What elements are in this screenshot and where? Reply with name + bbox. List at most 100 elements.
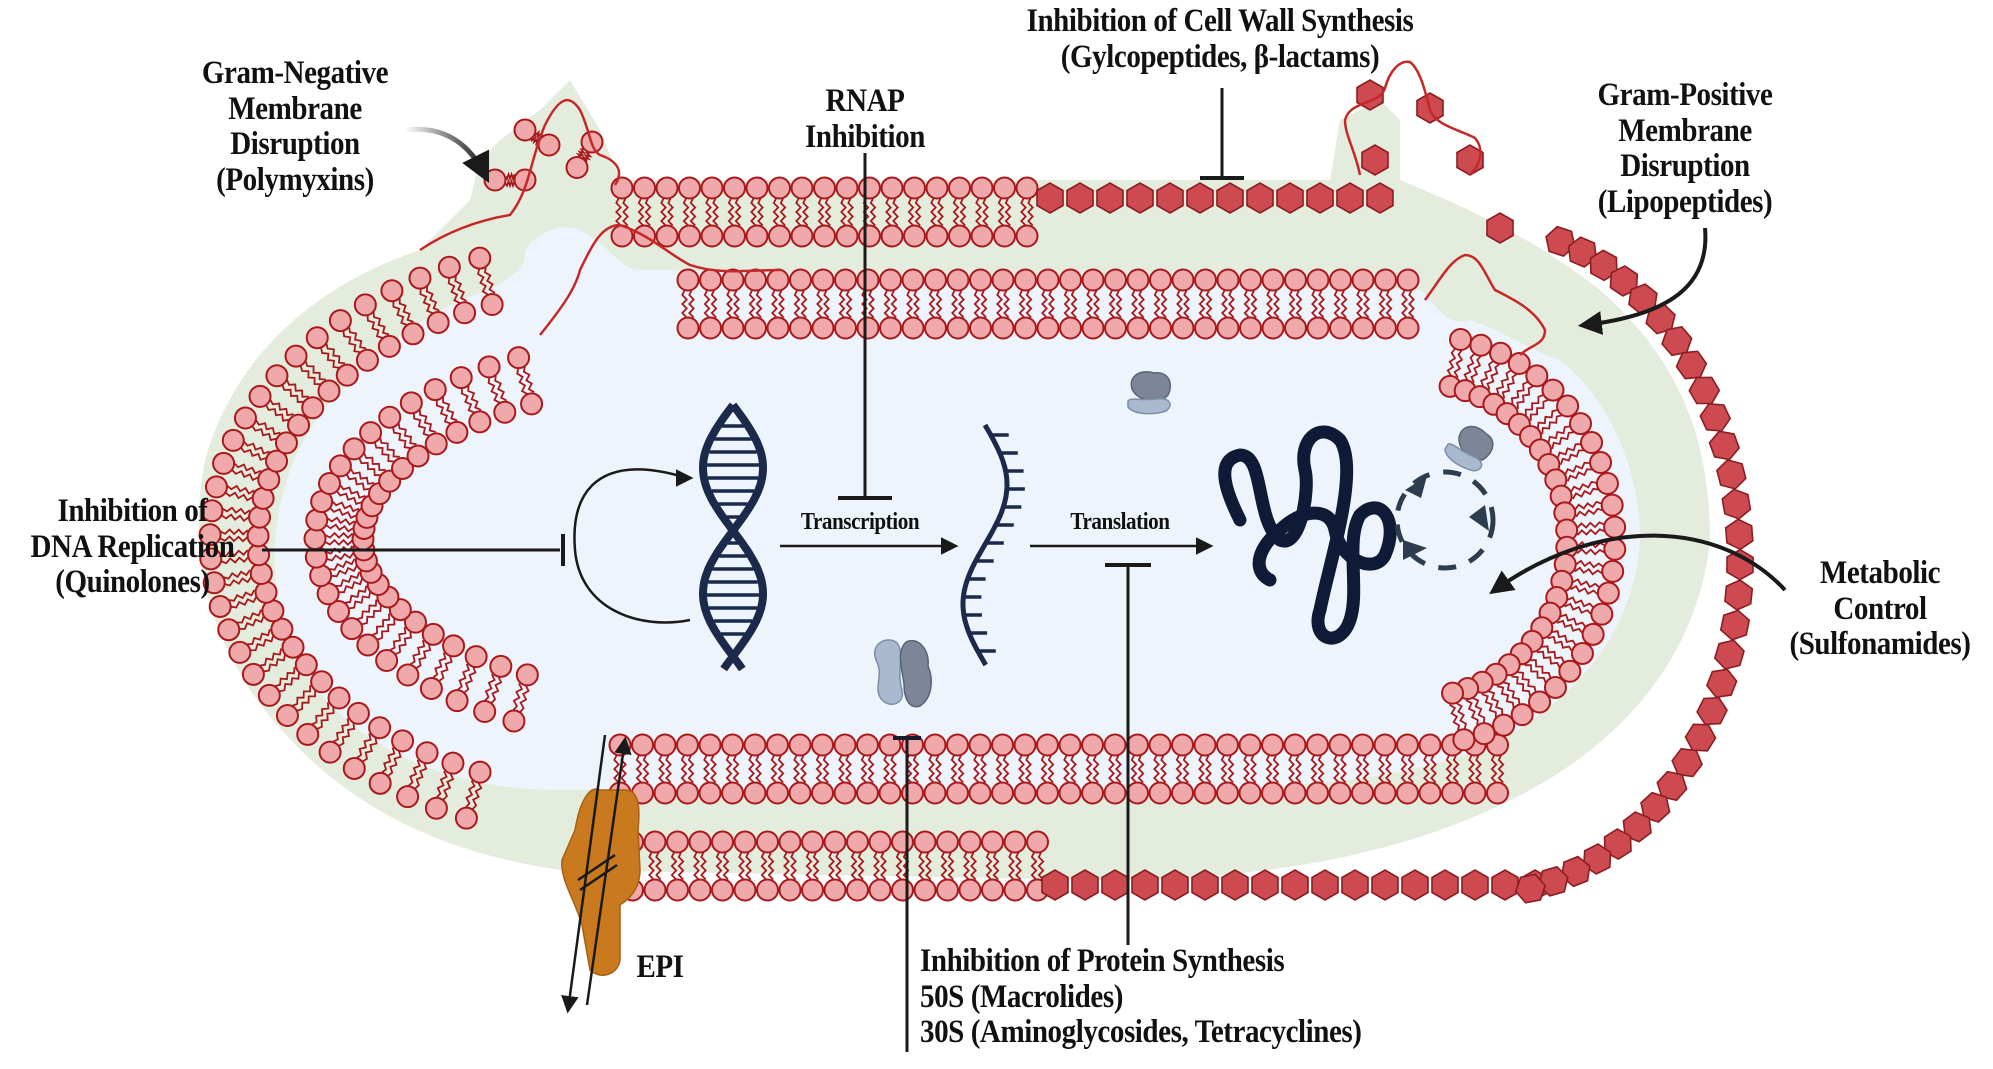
efflux-pump-icon [561,734,641,1014]
peptidoglycan-unit [1461,869,1489,901]
phospholipid-pair [424,751,465,820]
phospholipid-pair [868,830,892,902]
phospholipid-pair [834,268,857,340]
phospholipid-pair [1036,268,1060,340]
phospholipid-pair [925,176,949,248]
phospholipid-pair [643,830,667,902]
phospholipid-pair [378,405,430,468]
phospholipid-pair [721,268,745,340]
peptidoglycan-unit [1716,459,1747,490]
peptidoglycan-unit [1336,182,1364,214]
phospholipid-pair [1549,471,1619,508]
phospholipid-pair [1238,733,1262,805]
peptidoglycan-unit [1161,869,1189,901]
phospholipid-pair [666,830,689,902]
metabolic-control-label-line: (Sulfonamides) [1789,626,1971,663]
phospholipid-pair [437,255,477,325]
phospholipid-pair [449,366,492,434]
phospholipid-pair [1328,733,1352,805]
phospholipid-pair [856,268,880,340]
peptidoglycan-unit [1156,182,1184,214]
phospholipid-pair [1003,830,1027,902]
metabolic-control-label-line: Metabolic [1819,555,1941,591]
phospholipid-pair [969,268,992,340]
ribosome-icon [1127,371,1172,415]
phospholipid-pair [811,733,834,805]
phospholipid-pair [208,580,278,618]
phospholipid-pair [1126,733,1149,805]
phospholipid-pair [1193,733,1217,805]
peptidoglycan-unit [1721,488,1752,520]
phospholipid-pair [768,176,791,248]
phospholipid-pair [204,475,275,510]
phospholipid-pair [1283,733,1307,805]
phospholipid-pair [477,355,517,424]
phospholipid-pair [790,176,814,248]
protein-synthesis-label-line: 50S (Macrolides) [920,978,1123,1015]
phospholipid-pair [1013,733,1037,805]
epi-label: EPI [625,949,695,986]
phospholipid-pair [880,176,904,248]
peptidoglycan-wall [1036,79,1754,904]
phospholipid-pair [328,309,379,372]
dna-replication-label-line: (Quinolones) [55,564,210,601]
peptidoglycan-unit [1431,869,1459,901]
phospholipid-pair [833,733,857,805]
metabolic-cycle-icon [1394,469,1496,571]
gram-negative-label-line: Membrane [228,90,362,127]
phospholipid-pair [359,421,414,480]
peptidoglycan-unit [1216,182,1244,214]
peptidoglycan-unit [1696,696,1728,726]
peptidoglycan-unit [1101,869,1129,901]
dna-replication-label: Inhibition of DNA Replication (Quinolone… [16,493,249,601]
phospholipid-pair [676,733,699,805]
peptidoglycan-unit [1311,869,1339,901]
phospholipid-pair [1306,733,1329,805]
phospholipid-pair [1396,268,1420,340]
phospholipid-pair [699,268,722,340]
protein-synthesis-label: Inhibition of Protein Synthesis 50S (Mac… [920,943,1378,1051]
phospholipid-pair [241,635,305,686]
phospholipid-pair [1306,268,1330,340]
phospholipid-pair [688,830,712,902]
phospholipid-pair [284,344,341,403]
phospholipid-pair [296,686,351,746]
protein-synthesis-label-line: Inhibition of Protein Synthesis [920,943,1285,979]
phospholipid-pair [1284,268,1307,340]
gram-negative-pointer-arrow [404,126,490,184]
phospholipid-pair [946,733,969,805]
phospholipid-pair [1126,268,1150,340]
dna-replication-label-line: DNA Replication [30,528,235,565]
phospholipid-pair [766,268,790,340]
gram-positive-label: Gram-Positive Membrane Disruption (Lipop… [1571,77,1800,221]
peptidoglycan-unit [1126,182,1154,214]
phospholipid-pair [721,733,744,805]
phospholipid-pair [1553,552,1625,583]
phospholipid-pair [788,733,812,805]
phospholipid-pair [1351,733,1374,805]
metabolic-pointer-arrow [1489,533,1787,595]
phospholipid-pair [913,830,937,902]
phospholipid-pair [221,428,289,473]
protein-synthesis-label-line: 30S (Aminoglycosides, Tetracyclines) [920,1014,1362,1051]
cell-wall-synthesis-label: Inhibition of Cell Wall Synthesis (Gylco… [965,3,1475,75]
phospholipid-pair [835,176,859,248]
phospholipid-pair [1261,268,1285,340]
phospholipid-pair [1351,268,1375,340]
replication-loop-arrow [573,468,694,624]
phospholipid-pair [1441,681,1476,752]
gram-negative-label-line: Disruption [230,126,360,163]
phospholipid-pair [502,663,539,733]
phospholipid-pair [903,176,926,248]
gram-positive-label-line: Membrane [1618,112,1752,149]
cell-wall-synthesis-label-line: (Gylcopeptides, β-lactams) [1060,38,1380,75]
gram-negative-disruption-outline [419,98,781,336]
phospholipid-pair [711,830,734,902]
phospholipid-pair [610,176,634,248]
ribosome-icon [1444,425,1494,472]
peptidoglycan-unit [1671,747,1703,778]
peptidoglycan-unit [1719,609,1751,641]
gram-positive-label-line: Gram-Positive [1597,77,1773,113]
